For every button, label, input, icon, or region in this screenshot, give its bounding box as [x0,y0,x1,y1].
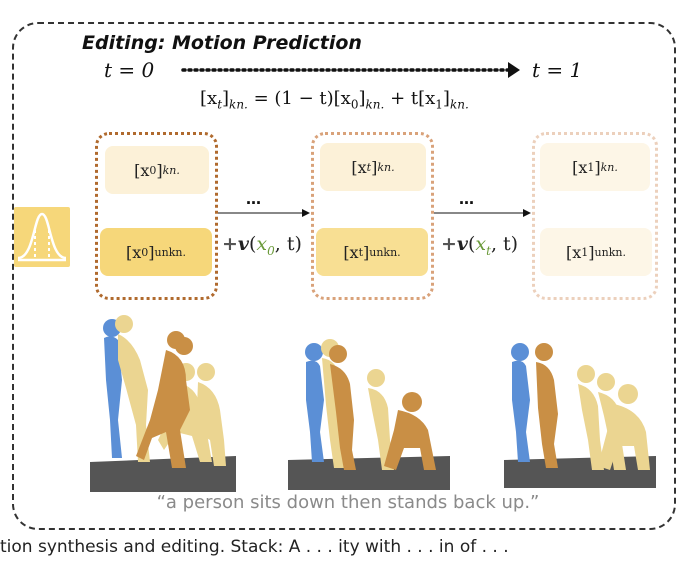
motion-figures-1 [90,315,236,492]
diagram-title: Editing: Motion Prediction [82,32,362,54]
diagram-frame [12,22,676,530]
time-arrow-head [508,62,520,78]
gaussian-icon [14,207,70,267]
state-group-x0 [95,132,218,300]
interpolation-formula: [xt]kn. = (1 − t)[x0]kn. + t[x1]kn. [200,88,469,112]
state-group-x1 [532,132,658,300]
motion-figures-2 [288,339,450,490]
velocity-label-2: +v(xt, t) [441,233,519,258]
motion-figures-3 [504,343,656,488]
velocity-label-1: +v(x0, t) [222,233,302,258]
ellipsis-1: … [246,190,261,208]
motion-caption: “a person sits down then stands back up.… [156,492,540,513]
t-end-label: t = 1 [532,58,583,82]
t-start-label: t = 0 [104,58,155,82]
connector-2-head [523,209,531,217]
state-group-xt [311,132,434,300]
truncated-paper-text: tion synthesis and editing. Stack: A . .… [0,537,509,557]
ellipsis-2: … [459,190,474,208]
connector-1-head [302,209,310,217]
